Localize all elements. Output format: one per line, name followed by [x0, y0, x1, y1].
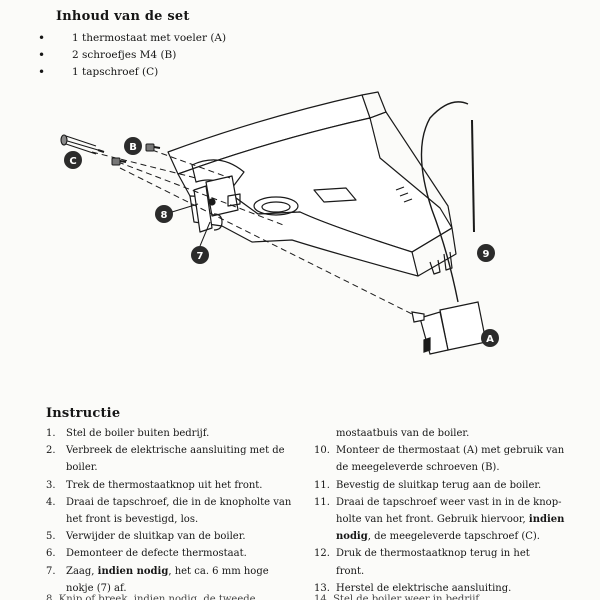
kit-item: 1 thermostaat met voeler (A)	[36, 30, 226, 47]
instruction-step-cut: 8. Knip of breek, indien nodig, de tweed…	[46, 594, 256, 600]
kit-item: 1 tapschroef (C)	[36, 64, 226, 81]
instruction-step-continued: mostaatbuis van de boiler.	[336, 428, 470, 439]
instruction-step: 11.Bevestig de sluitkap terug aan de boi…	[314, 479, 542, 491]
instructions-right-column: mostaatbuis van de boiler. 10.Monteer de…	[314, 425, 584, 597]
instruction-step: 13.Herstel de elektrische aansluiting.	[314, 582, 512, 594]
instruction-step-cut: 14. Stel de boiler weer in bedrijf.	[314, 594, 482, 600]
kit-heading: Inhoud van de set	[56, 9, 190, 24]
instruction-step: 11.Draai de tapschroef weer vast in in d…	[314, 496, 565, 543]
label-a: A	[486, 334, 494, 345]
instruction-step: 3.Trek de thermostaatknop uit het front.	[46, 479, 263, 491]
kit-item: 2 schroefjes M4 (B)	[36, 47, 226, 64]
label-8: 8	[161, 210, 168, 221]
kit-list: 1 thermostaat met voeler (A) 2 schroefje…	[36, 30, 226, 81]
instruction-step: 5.Verwijder de sluitkap van de boiler.	[46, 531, 246, 543]
diagram-labels: C B 8 7 9 A	[64, 137, 499, 347]
label-c: C	[69, 156, 76, 167]
label-7: 7	[197, 251, 204, 262]
instructions-heading: Instructie	[46, 406, 121, 421]
label-b: B	[129, 142, 137, 153]
label-9: 9	[483, 249, 490, 260]
instruction-step: 6.Demonteer de defecte thermostaat.	[46, 548, 247, 560]
instruction-step: 2.Verbreek de elektrische aansluiting me…	[46, 445, 285, 474]
instruction-step: 4.Draai de tapschroef, die in de knophol…	[46, 496, 292, 526]
instructions-left-column: 1.Stel de boiler buiten bedrijf. 2.Verbr…	[46, 425, 296, 597]
instruction-step: 1.Stel de boiler buiten bedrijf.	[46, 428, 210, 439]
instruction-step: 10.Monteer de thermostaat (A) met gebrui…	[314, 445, 565, 474]
